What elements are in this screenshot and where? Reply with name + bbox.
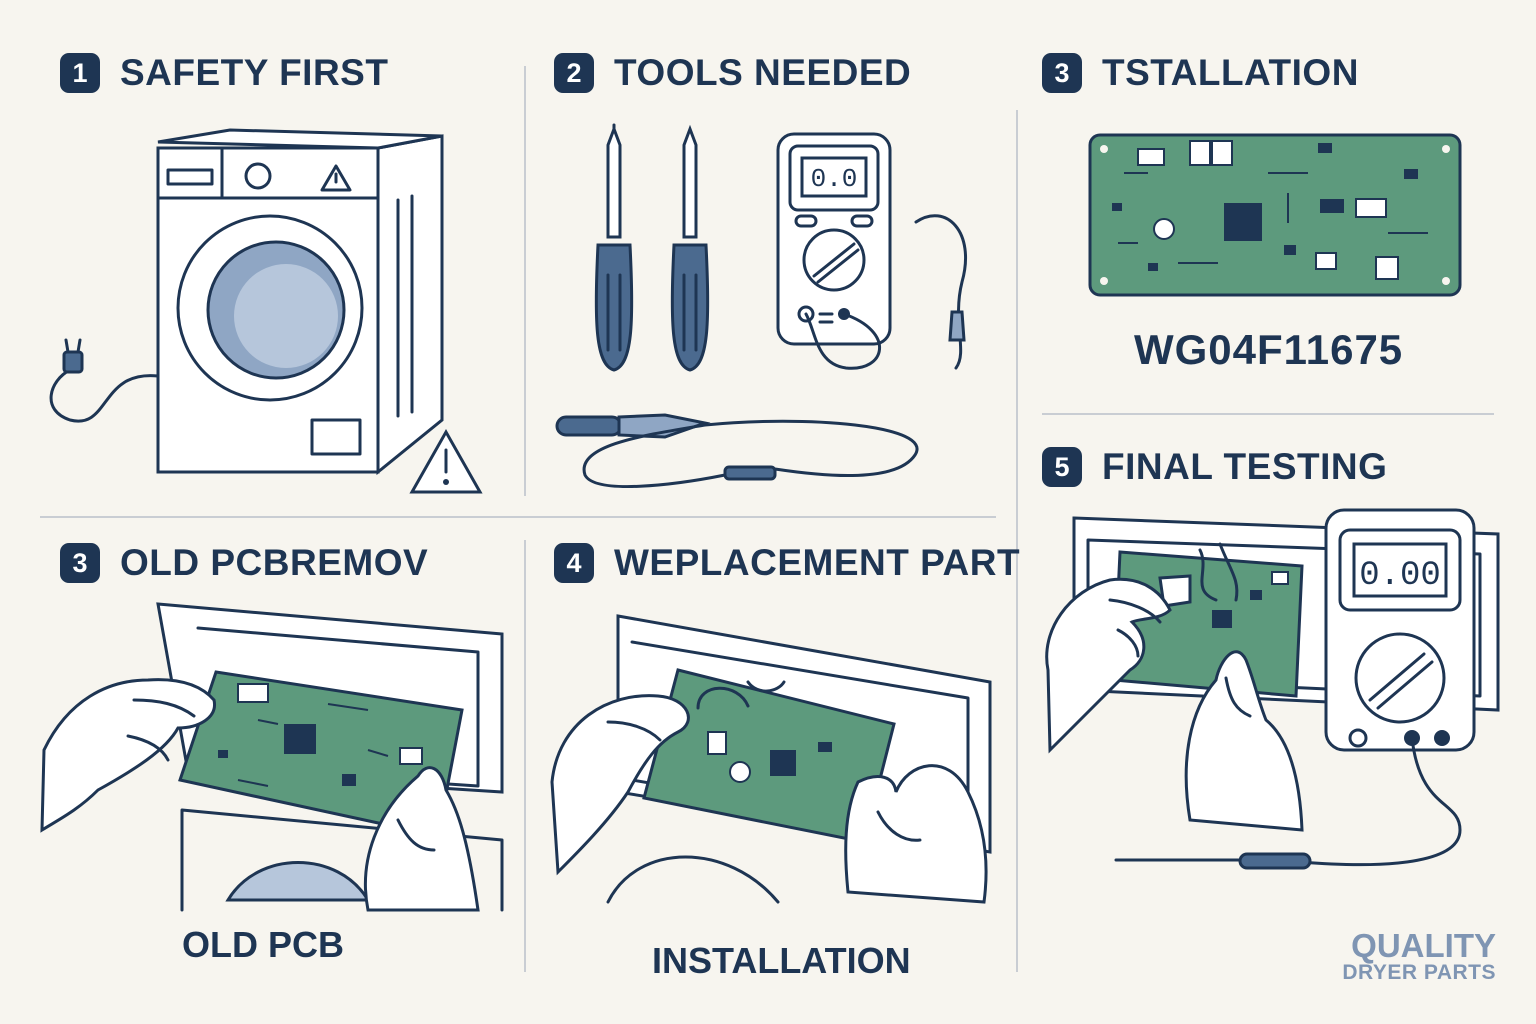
test-probe-icon [555,413,919,488]
safety-step-header: 1 SAFETY FIRST [60,52,388,94]
old-pcb-removal-illustration [40,602,504,912]
replacement-installation-illustration [550,614,992,904]
step-title: SAFETY FIRST [120,52,389,93]
step-number-badge: 3 [60,543,100,583]
divider-vertical-3 [1016,110,1018,972]
replacement-step-header: 4 WEPLACEMENT PART [554,542,1020,584]
control-board-pcb [1088,133,1462,297]
installation-step-header: 3 TSTALLATION [1042,52,1359,94]
washer-illustration [49,128,483,494]
step-title: TSTALLATION [1102,52,1359,93]
installation-caption: INSTALLATION [652,940,911,981]
final-testing-illustration: 0.00 [1045,508,1500,870]
screwdriver-flat [594,123,634,372]
brand-logo: QUALITY DRYER PARTS [1342,929,1496,984]
divider-vertical-2 [524,540,526,972]
step-number-badge: 5 [1042,447,1082,487]
divider-horizontal-right [1042,413,1494,415]
old-pcb-caption: OLD PCB [182,924,344,965]
step-title: WEPLACEMENT PART [614,542,1021,583]
step-title: OLD PCBREMOV [120,542,429,583]
screwdriver-phillips [670,124,710,372]
step-title: TOOLS NEEDED [614,52,912,93]
divider-horizontal-left [40,516,996,518]
step-title: FINAL TESTING [1102,446,1388,487]
testing-step-header: 5 FINAL TESTING [1042,446,1387,488]
part-number-label: WG04F11675 [1134,326,1404,373]
step-number-badge: 1 [60,53,100,93]
step-number-badge: 4 [554,543,594,583]
divider-vertical-1 [524,66,526,496]
multimeter-reading: 0.0 [811,164,858,194]
brand-line-2: DRYER PARTS [1342,961,1496,984]
step-number-badge: 3 [1042,53,1082,93]
removal-step-header: 3 OLD PCBREMOV [60,542,428,584]
multimeter-icon: 0.0 [776,132,968,370]
tools-step-header: 2 TOOLS NEEDED [554,52,911,94]
multimeter-reading: 0.00 [1359,557,1441,595]
brand-line-1: QUALITY [1351,927,1496,964]
step-number-badge: 2 [554,53,594,93]
